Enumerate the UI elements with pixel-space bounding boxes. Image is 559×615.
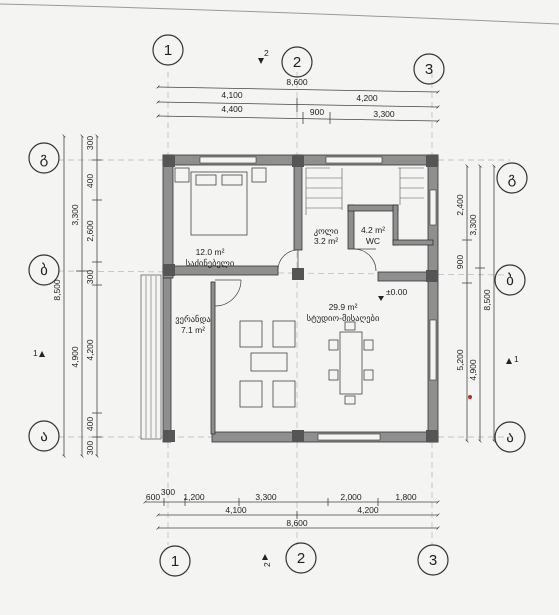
room-living-label: 29.9 m² სტუდიო-მისაღები xyxy=(307,302,380,324)
axis-bubble-top-1: 1 xyxy=(152,34,184,66)
doors xyxy=(214,248,377,307)
dim-right-upper: 3,300 xyxy=(468,214,478,236)
axis-bubble-left-a: ა xyxy=(28,420,60,452)
svg-text:1: 1 xyxy=(171,553,179,570)
armchairs xyxy=(239,320,296,408)
dim-left-overall: 8,500 xyxy=(52,279,62,301)
svg-text:2: 2 xyxy=(297,550,305,567)
dim-right-i1: 2,400 xyxy=(455,194,465,216)
svg-text:ა: ა xyxy=(506,429,514,446)
dim-top-overall: 8,600 xyxy=(286,77,308,87)
dim-right-i2: 900 xyxy=(455,255,465,269)
dim-left-i5: 4,200 xyxy=(85,339,95,361)
dim-bottom-1: 600 xyxy=(146,492,160,502)
svg-text:3.2 m²: 3.2 m² xyxy=(314,236,338,246)
dim-left-i3: 2,600 xyxy=(85,220,95,242)
axis-bubble-bottom-3: 3 xyxy=(417,544,449,576)
section-mark-bottom: 2 xyxy=(262,554,272,567)
section-mark-right: 1 xyxy=(506,354,519,364)
svg-text:1: 1 xyxy=(164,42,172,59)
dim-left-i6: 400 xyxy=(85,417,95,431)
dim-bottom-offset: 300 xyxy=(161,487,175,497)
svg-text:7.1 m²: 7.1 m² xyxy=(181,325,205,335)
svg-text:2: 2 xyxy=(293,54,301,71)
svg-text:გ: გ xyxy=(40,150,49,167)
svg-text:საძინებელი: საძინებელი xyxy=(186,258,235,269)
room-wc-label: 4.2 m² WC xyxy=(361,225,385,246)
svg-text:2: 2 xyxy=(262,562,272,567)
svg-text:ა: ა xyxy=(40,428,48,445)
dim-left-i1: 300 xyxy=(85,136,95,150)
svg-text:12.0 m²: 12.0 m² xyxy=(196,247,225,257)
dim-left-i2: 400 xyxy=(85,174,95,188)
svg-text:ბ: ბ xyxy=(506,272,514,289)
svg-text:კოლი: კოლი xyxy=(314,226,339,237)
svg-text:1: 1 xyxy=(514,354,519,364)
dim-bottom xyxy=(143,498,440,530)
room-bedroom-label: 12.0 m² საძინებელი xyxy=(186,247,235,269)
dim-bottom-3: 3,300 xyxy=(255,492,277,502)
dim-bottom-6: 4,100 xyxy=(225,505,247,515)
dim-top-b: 4,200 xyxy=(356,93,378,103)
dim-right xyxy=(462,164,496,443)
dining-table xyxy=(328,321,374,405)
dim-top-a: 4,100 xyxy=(221,90,243,100)
axis-bubble-bottom-1: 1 xyxy=(159,545,191,577)
axis-bubble-right-g: გ xyxy=(496,162,528,194)
svg-text:გ: გ xyxy=(508,170,517,187)
dim-top-c: 4,400 xyxy=(221,104,243,114)
svg-text:ვერანდა: ვერანდა xyxy=(175,314,211,325)
svg-text:WC: WC xyxy=(366,236,380,246)
dim-right-overall: 8,500 xyxy=(482,289,492,311)
dim-left xyxy=(62,134,102,458)
dim-top-e: 3,300 xyxy=(373,109,395,119)
room-veranda-label: ვერანდა 7.1 m² xyxy=(175,314,211,335)
axis-bubble-top-3: 3 xyxy=(413,53,445,85)
svg-text:4.2 m²: 4.2 m² xyxy=(361,225,385,235)
axis-bubble-right-b: ბ xyxy=(494,264,526,296)
dim-right-i3: 5,200 xyxy=(455,349,465,371)
dim-left-upper: 3,300 xyxy=(70,204,80,226)
dim-left-i7: 300 xyxy=(85,441,95,455)
svg-text:2: 2 xyxy=(264,48,269,58)
dim-left-lower: 4,900 xyxy=(70,346,80,368)
svg-text:ბ: ბ xyxy=(40,262,48,279)
walls xyxy=(162,154,439,443)
grid-lines xyxy=(57,72,511,545)
svg-text:29.9 m²: 29.9 m² xyxy=(329,302,358,312)
windows xyxy=(140,156,437,441)
dim-bottom-7: 4,200 xyxy=(357,505,379,515)
room-hall-label: კოლი 3.2 m² xyxy=(314,226,339,246)
sheet-border xyxy=(0,3,559,25)
dim-bottom-2: 1,200 xyxy=(183,492,205,502)
svg-text:3: 3 xyxy=(429,552,437,569)
dim-bottom-4: 2,000 xyxy=(340,492,362,502)
dim-right-lower: 4,900 xyxy=(468,359,478,381)
level-mark: ±0.00 xyxy=(378,287,407,301)
dim-left-i4: 300 xyxy=(85,270,95,284)
svg-text:3: 3 xyxy=(425,61,433,78)
axis-bubble-left-b: ბ xyxy=(28,254,60,286)
axis-bubble-top-2: 2 xyxy=(281,46,313,78)
svg-text:±0.00: ±0.00 xyxy=(386,287,407,297)
svg-text:სტუდიო-მისაღები: სტუდიო-მისაღები xyxy=(307,313,380,324)
veranda-railing xyxy=(145,276,157,438)
dim-top xyxy=(156,85,440,124)
section-mark-left: 1 xyxy=(33,348,45,358)
dim-bottom-overall: 8,600 xyxy=(286,518,308,528)
dim-bottom-5: 1,800 xyxy=(395,492,417,502)
marker-dot xyxy=(468,395,472,399)
bed xyxy=(174,167,267,236)
stairs xyxy=(305,167,424,215)
svg-text:1: 1 xyxy=(33,348,38,358)
section-mark-top: 2 xyxy=(258,48,269,64)
dim-top-d: 900 xyxy=(310,107,324,117)
axis-bubble-left-g: გ xyxy=(28,142,60,174)
columns xyxy=(163,155,438,442)
axis-bubble-bottom-2: 2 xyxy=(285,542,317,574)
